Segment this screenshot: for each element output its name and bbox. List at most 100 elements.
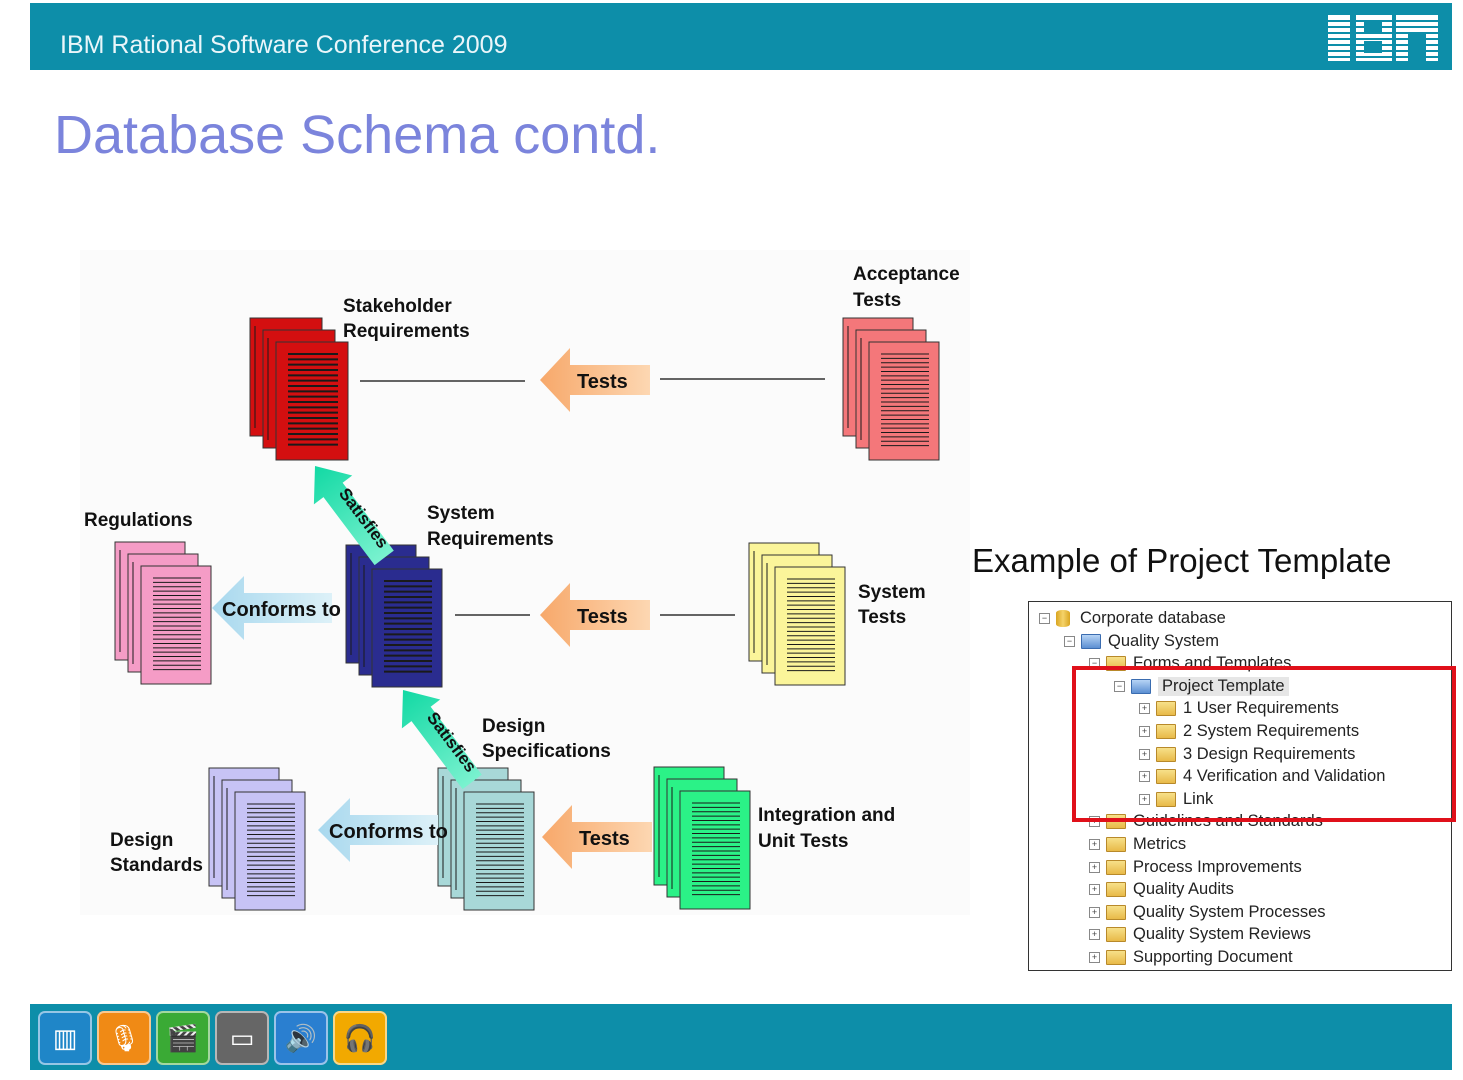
system-tests-label-line2: Tests [858,607,906,628]
tree-item[interactable]: +1 User Requirements [1139,697,1339,720]
slide-footer: ▥ 🎙🎬▭ 🔊 🎧 [30,1004,1452,1070]
project-template-tree: −Corporate database−Quality System−Forms… [1028,601,1452,971]
system-req-document-stack-icon [345,544,443,688]
tree-item-label: 4 Verification and Validation [1183,767,1386,786]
tree-item[interactable]: + Quality System Processes [1089,901,1326,924]
tree-item-label: Process Improvements [1133,857,1302,876]
expand-icon[interactable]: + [1089,884,1100,896]
tree-item[interactable]: +2 System Requirements [1139,720,1359,743]
tree-item[interactable]: − Corporate database [1039,607,1226,630]
slide-title: Database Schema contd. [54,105,661,165]
folder-icon [1106,859,1126,875]
expand-icon[interactable]: + [1139,771,1150,783]
regulations-document-stack-icon [114,541,212,685]
tree-item[interactable]: + Quality Audits [1089,878,1234,901]
tree-item-label: Quality System Processes [1133,902,1326,921]
tree-item[interactable]: + Link [1139,788,1213,811]
expand-icon[interactable]: + [1139,748,1150,760]
tree-item[interactable]: +Metrics [1089,833,1186,856]
tree-item-label: Quality Audits [1133,880,1234,899]
system-tests-document-stack-icon [748,542,846,686]
system-tests-label-line1: System [858,582,926,603]
design-std-label-line2: Standards [110,855,203,876]
collapse-icon[interactable]: − [1039,613,1050,624]
folder-icon [1106,882,1126,898]
integration-label-line1: Integration and [758,805,895,826]
expand-icon[interactable]: + [1089,906,1100,918]
tree-item-label: 3 Design Requirements [1183,744,1356,763]
stakeholder-label-line2: Requirements [343,321,470,342]
expand-icon[interactable]: + [1089,929,1100,941]
design-spec-label-line2: Specifications [482,741,611,762]
tests-arrow-bottom: Tests [542,805,652,869]
tree-item-label: Link [1183,789,1214,808]
tree-item-label: 1 User Requirements [1183,699,1339,718]
projector-button[interactable]: ▭ [215,1011,269,1065]
conforms-arrow-middle-label: Conforms to [222,599,341,621]
tests-arrow-top: Tests [540,348,650,412]
system-req-label-line1: System [427,503,495,524]
highlight-box [1072,666,1456,822]
tree-item[interactable]: + Supporting Document [1089,946,1293,969]
stakeholder-label-line1: Stakeholder [343,296,452,317]
expand-icon[interactable]: + [1139,793,1150,805]
conforms-arrow-bottom: Conforms to [318,798,448,862]
tree-item[interactable]: − Project Template [1114,675,1289,698]
example-title: Example of Project Template [972,542,1392,579]
conforms-arrow-bottom-label: Conforms to [329,821,448,843]
tree-item-label: Project Template [1158,676,1289,696]
headphones-icon: 🎧 [343,1022,377,1053]
acceptance-label-line1: Acceptance [853,264,960,285]
folder-icon [1156,724,1176,739]
folder-icon [1106,950,1126,965]
speaker-button[interactable]: 🔊 [274,1011,328,1065]
design-spec-document-stack-icon [437,767,535,911]
folder-icon [1081,633,1101,649]
collapse-icon[interactable]: − [1114,680,1125,692]
folder-icon [1156,769,1176,785]
tree-item[interactable]: + Process Improvements [1089,856,1302,879]
tree-item-label: Corporate database [1080,609,1226,627]
folder-icon [1156,746,1176,762]
acceptance-document-stack-icon [842,317,940,461]
design-std-document-stack-icon [208,767,306,911]
expand-icon[interactable]: + [1139,726,1150,737]
tests-arrow-middle-label: Tests [577,606,628,628]
integration-document-stack-icon [653,766,751,910]
speaker-icon: 🔊 [284,1022,318,1053]
expand-icon[interactable]: + [1089,861,1100,873]
stakeholder-document-stack-icon [249,317,349,461]
tree-item[interactable]: +Quality System Reviews [1089,923,1311,946]
tree-item-label: Supporting Document [1133,948,1293,966]
expand-icon[interactable]: + [1139,703,1150,715]
clapperboard-button[interactable]: 🎬 [156,1011,210,1065]
ibm-logo-icon [1328,15,1438,61]
expand-icon[interactable]: + [1089,952,1100,963]
folder-icon [1156,791,1176,807]
chart-button[interactable]: ▥ [38,1011,92,1065]
conforms-arrow-middle: Conforms to [212,576,341,640]
folder-icon [1156,701,1176,717]
folder-icon [1106,927,1126,943]
tree-item[interactable]: +3 Design Requirements [1139,743,1355,766]
tree-item-label: Quality System [1108,631,1219,650]
integration-label-line2: Unit Tests [758,831,848,852]
conference-title: IBM Rational Software Conference 2009 [60,31,508,59]
tree-item[interactable]: − Quality System [1064,630,1219,653]
design-spec-label-line1: Design [482,716,545,737]
folder-open-icon [1131,678,1151,694]
expand-icon[interactable]: + [1089,839,1100,850]
acceptance-label-line2: Tests [853,290,901,311]
tests-arrow-top-label: Tests [577,371,628,393]
design-std-label-line1: Design [110,830,173,851]
chart-icon: ▥ [52,1022,78,1053]
tests-arrow-middle: Tests [540,583,650,647]
regulations-label: Regulations [84,510,193,531]
collapse-icon[interactable]: − [1064,635,1075,647]
microphone-button[interactable]: 🎙 [97,1011,151,1065]
tree-item-label: 2 System Requirements [1183,722,1360,740]
tree-item[interactable]: +4 Verification and Validation [1139,765,1385,788]
system-req-label-line2: Requirements [427,529,554,550]
headphones-button[interactable]: 🎧 [333,1011,387,1065]
